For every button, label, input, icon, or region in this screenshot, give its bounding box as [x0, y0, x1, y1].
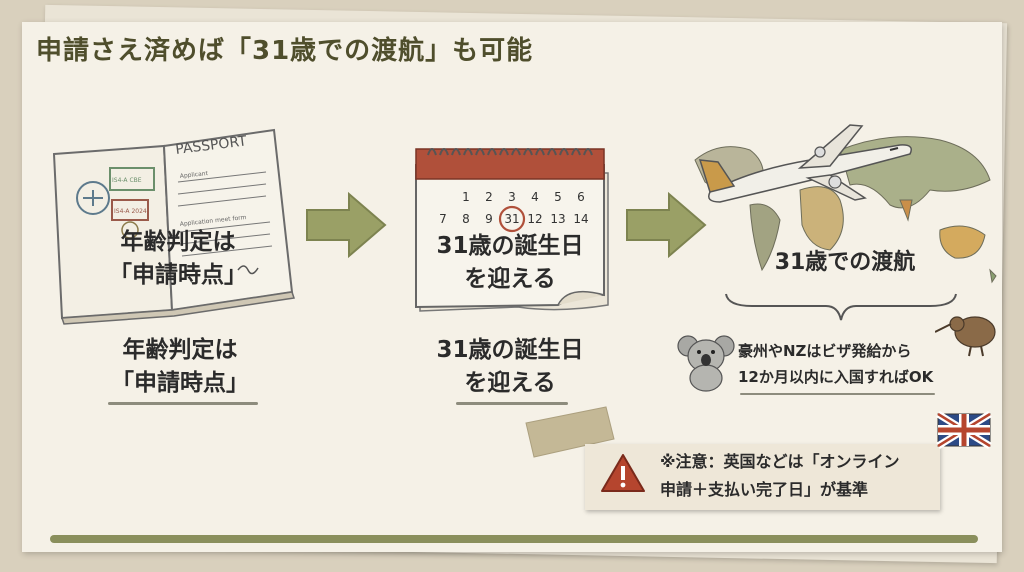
- kiwi-bird-icon: [935, 316, 996, 357]
- world-map-illustration: [694, 124, 997, 284]
- visa-note-line2: 12か月以内に入国すればOK: [738, 368, 934, 386]
- cal-day: 6: [577, 190, 585, 204]
- calendar-overlay-label: 31歳の誕生日 を迎える: [436, 233, 584, 292]
- passport-illustration: PASSPORT Applicant Application meet form…: [52, 128, 295, 325]
- calendar-illustration: 1 2 3 4 5 6 7 8 9 31 12 13 14: [415, 148, 609, 312]
- passport-stamp-date: IS4-A 2024: [114, 208, 147, 215]
- airplane-icon: [698, 124, 912, 203]
- cal-day: 9: [485, 212, 493, 226]
- cal-day: 7: [439, 212, 447, 226]
- bottom-accent-bar: [50, 535, 978, 543]
- warning-icon: [601, 454, 645, 492]
- cal-day: 12: [527, 212, 542, 226]
- step1-underline: [108, 402, 258, 405]
- cal-day: 5: [554, 190, 562, 204]
- cal-day-highlight: 31: [504, 212, 519, 226]
- visa-note-underline: [740, 393, 935, 395]
- visa-note-line1: 豪州やNZはビザ発給から: [738, 342, 912, 360]
- page-title: 申請さえ済めば「31歳での渡航」も可能: [36, 36, 534, 66]
- warning-text: ※注意：英国などは「オンライン 申請＋支払い完了日」が基準: [660, 452, 900, 499]
- cal-day: 1: [462, 190, 470, 204]
- step2-underline: [456, 402, 568, 405]
- cal-day: 2: [485, 190, 493, 204]
- cal-day: 4: [531, 190, 539, 204]
- passport-overlay-label: 年齢判定は 「申請時点」: [109, 229, 247, 288]
- passport-field-applicant: Applicant: [179, 170, 208, 180]
- highlight-circle-icon: [498, 205, 526, 233]
- warning-box: [585, 444, 940, 510]
- passport-stamp-code: IS4-A CBE: [112, 177, 142, 184]
- cal-day: 3: [508, 190, 516, 204]
- uk-flag-icon: [936, 411, 992, 449]
- cal-day: 8: [462, 212, 470, 226]
- step1-label: 年齢判定は 「申請時点」: [111, 337, 249, 396]
- cal-day: 13: [550, 212, 565, 226]
- tape-decoration: [525, 406, 615, 458]
- arrow-right-icon: [626, 191, 707, 259]
- arrow-right-icon: [306, 191, 387, 259]
- brace-icon: [725, 293, 957, 321]
- step2-label: 31歳の誕生日 を迎える: [436, 337, 584, 396]
- map-label: 31歳での渡航: [774, 250, 916, 275]
- koala-icon: [677, 335, 735, 392]
- cal-day: 14: [573, 212, 588, 226]
